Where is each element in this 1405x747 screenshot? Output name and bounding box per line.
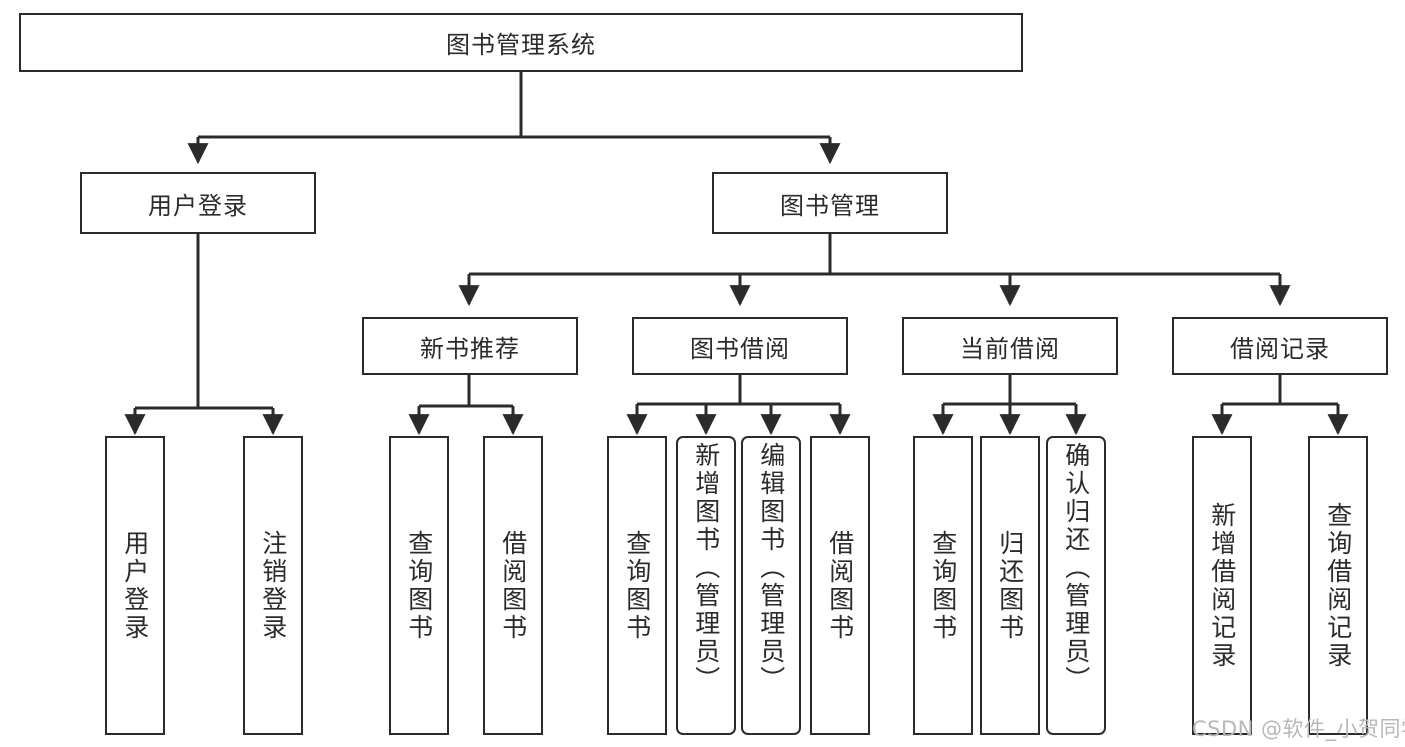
node-borrow-record[interactable]: 借阅记录 [1172, 317, 1388, 375]
leaf-borrow-query-book[interactable]: 查询图书 [607, 436, 667, 735]
node-label: 借阅图书 [825, 529, 855, 642]
leaf-new-book-query[interactable]: 查询图书 [389, 436, 449, 735]
leaf-record-query-record[interactable]: 查询借阅记录 [1308, 436, 1368, 735]
leaf-new-book-borrow[interactable]: 借阅图书 [483, 436, 543, 735]
leaf-borrow-edit-book-admin[interactable]: 编辑图书（管理员） [741, 436, 801, 735]
leaf-user-login-logout[interactable]: 注销登录 [243, 436, 303, 735]
node-label: 用户登录 [120, 529, 150, 642]
node-user-login[interactable]: 用户登录 [80, 172, 316, 234]
node-label: 用户登录 [148, 191, 248, 220]
node-label: 新增图书（管理员） [691, 442, 721, 694]
csdn-watermark: CSDN @软件_小贺同学 [1192, 713, 1405, 743]
node-label: 图书管理 [780, 191, 880, 220]
node-label: 查询图书 [928, 529, 958, 642]
leaf-current-confirm-return-admin[interactable]: 确认归还（管理员） [1046, 436, 1106, 735]
leaf-current-query-book[interactable]: 查询图书 [913, 436, 973, 735]
node-label: 编辑图书（管理员） [756, 442, 786, 694]
node-label: 新书推荐 [420, 334, 520, 363]
node-label: 借阅记录 [1230, 334, 1330, 363]
node-label: 注销登录 [258, 529, 288, 642]
leaf-current-return-book[interactable]: 归还图书 [980, 436, 1040, 735]
node-label: 查询图书 [622, 529, 652, 642]
node-label: 当前借阅 [960, 334, 1060, 363]
leaf-user-login-login[interactable]: 用户登录 [105, 436, 165, 735]
node-book-management[interactable]: 图书管理 [712, 172, 948, 234]
node-label: 新增借阅记录 [1207, 501, 1237, 670]
leaf-borrow-borrow-book[interactable]: 借阅图书 [810, 436, 870, 735]
node-label: 确认归还（管理员） [1061, 442, 1091, 694]
leaf-record-add-record[interactable]: 新增借阅记录 [1192, 436, 1252, 735]
watermark-text: CSDN @软件_小贺同学 [1192, 717, 1405, 741]
node-label: 归还图书 [995, 529, 1025, 642]
node-current-borrow[interactable]: 当前借阅 [902, 317, 1118, 375]
node-label: 图书借阅 [690, 334, 790, 363]
node-label: 借阅图书 [498, 529, 528, 642]
node-new-book-recommend[interactable]: 新书推荐 [362, 317, 578, 375]
node-book-borrow[interactable]: 图书借阅 [632, 317, 848, 375]
node-root-system[interactable]: 图书管理系统 [19, 13, 1023, 72]
leaf-borrow-add-book-admin[interactable]: 新增图书（管理员） [676, 436, 736, 735]
node-label: 图书管理系统 [446, 31, 596, 59]
node-label: 查询借阅记录 [1323, 501, 1353, 670]
node-label: 查询图书 [404, 529, 434, 642]
